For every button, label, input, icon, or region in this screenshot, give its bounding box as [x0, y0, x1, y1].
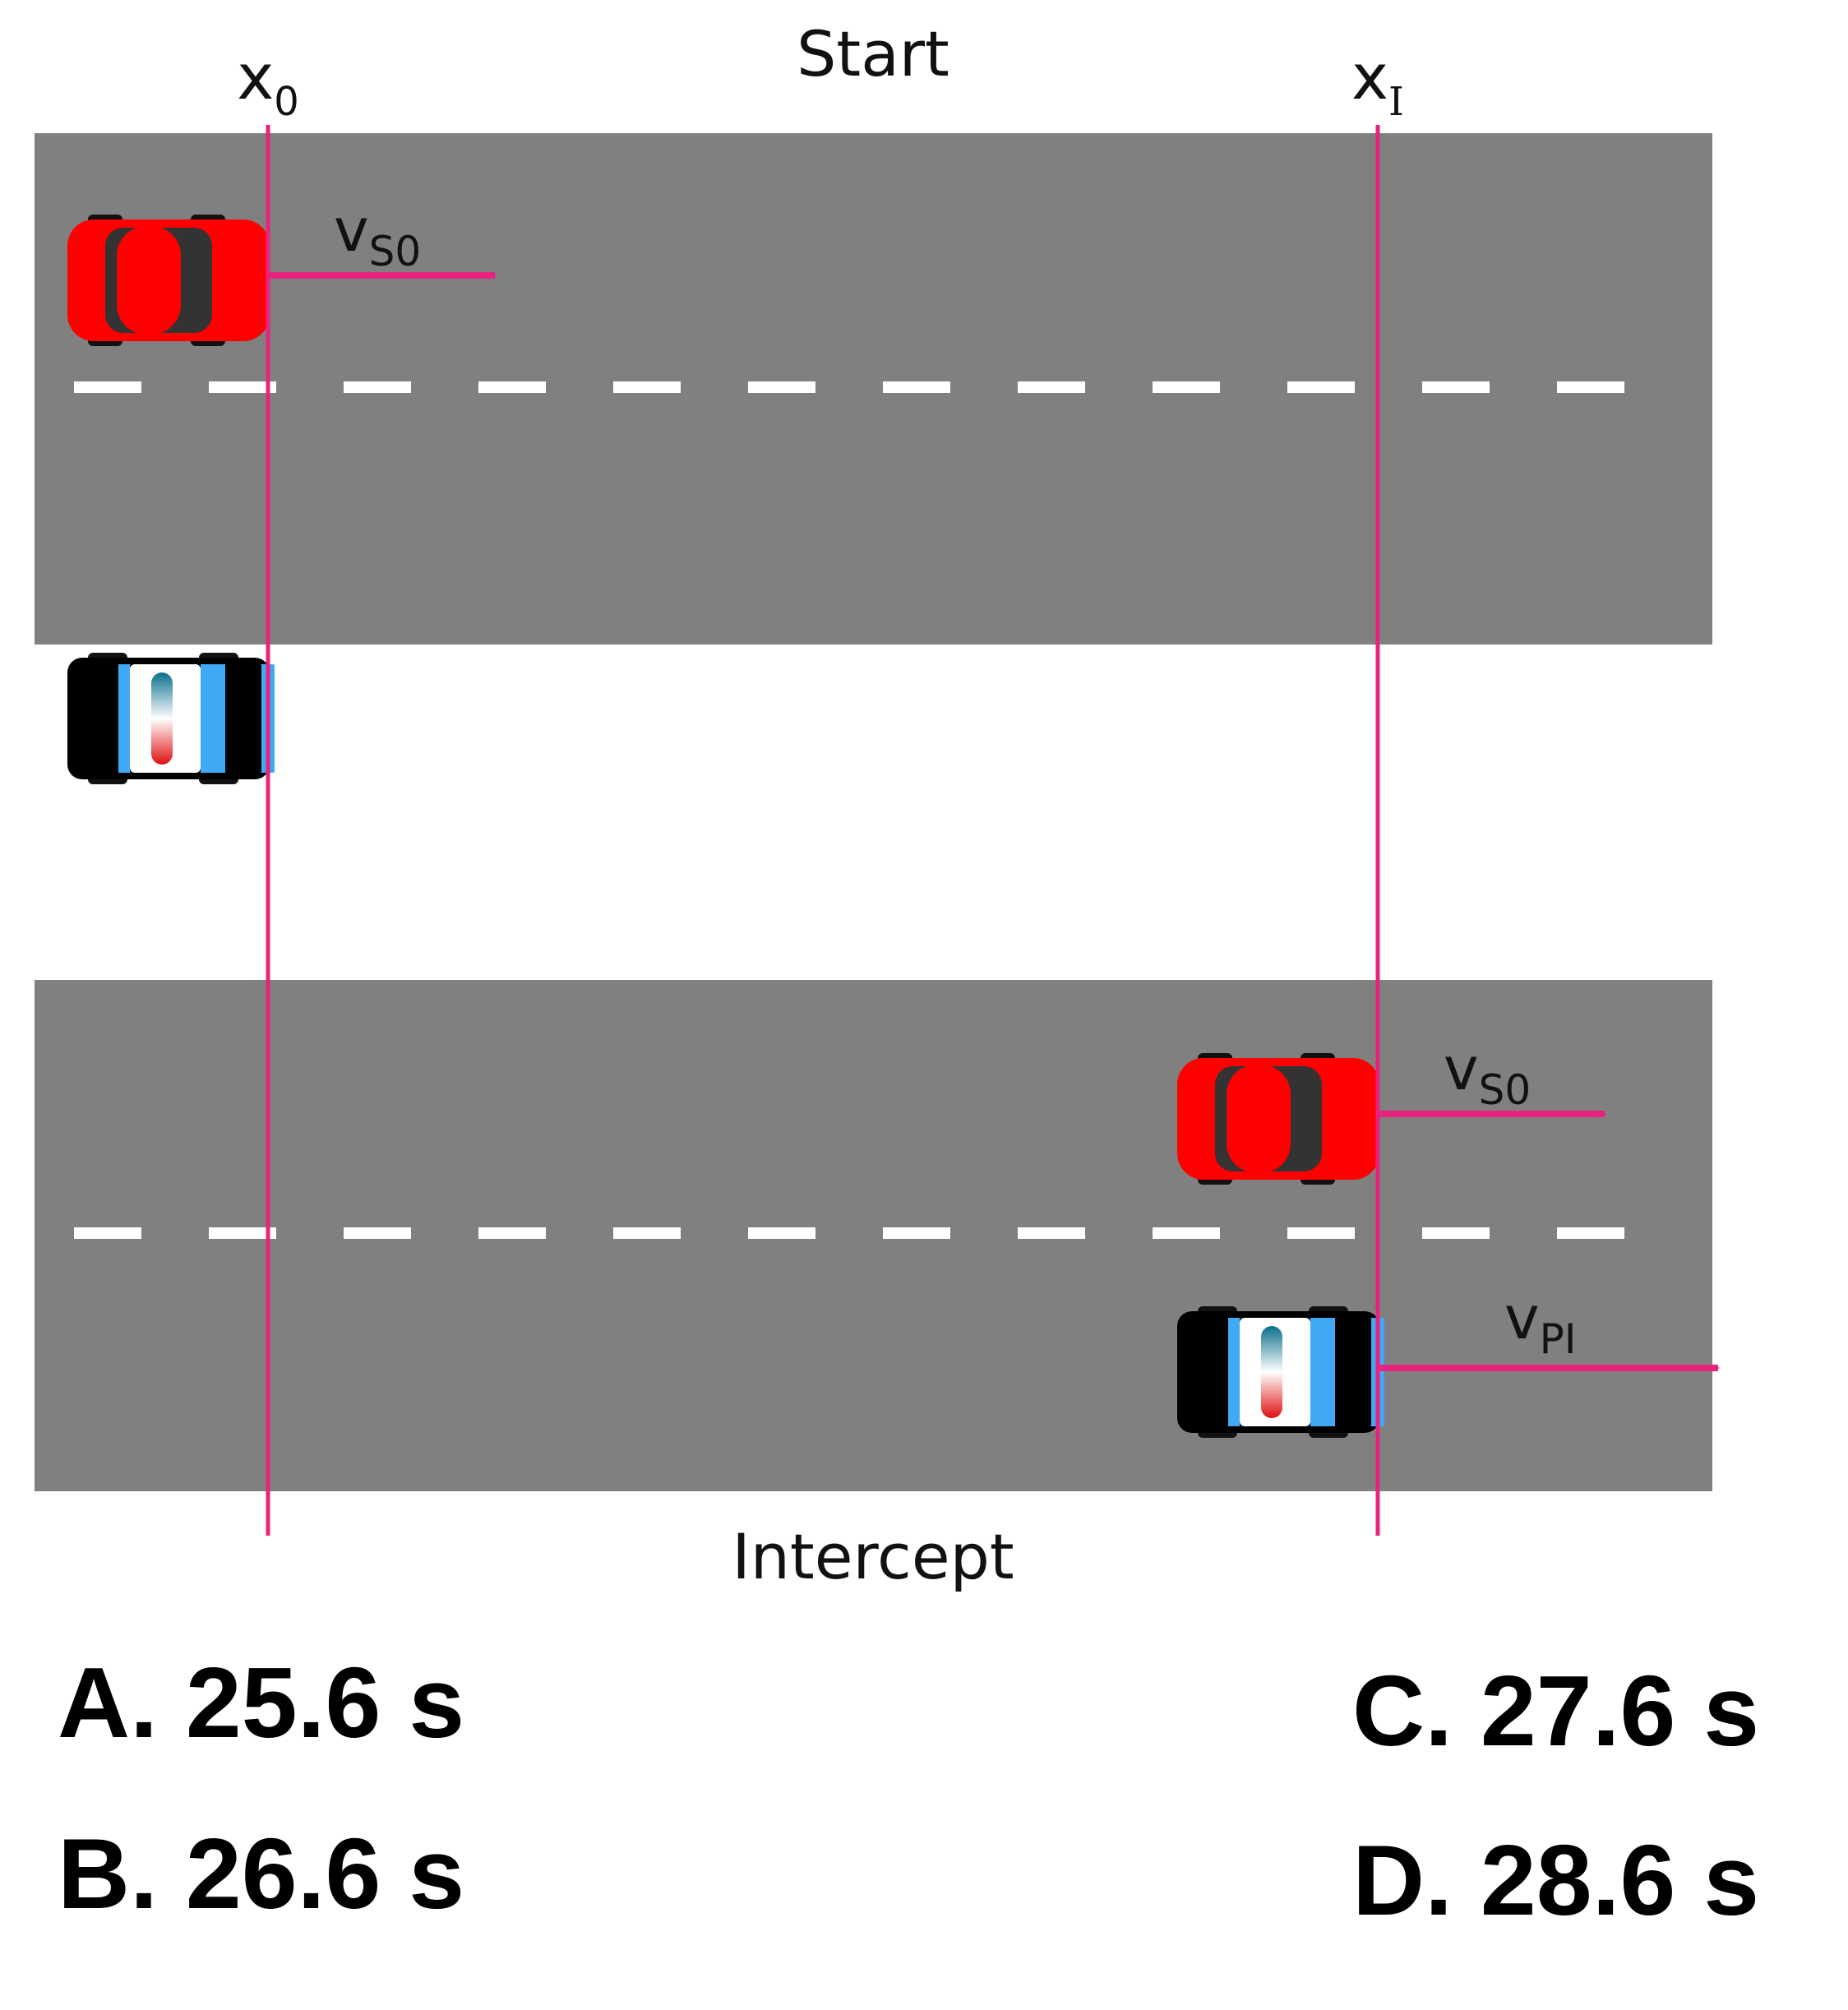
label-xI: xI [1351, 40, 1404, 125]
label-start: Start [797, 17, 949, 90]
label-vs0-start: vS0 [334, 196, 421, 275]
label-x0: x0 [237, 40, 299, 125]
option-a[interactable]: A. 25.6 s [58, 1647, 465, 1758]
label-intercept: Intercept [732, 1520, 1014, 1593]
red-car-icon [67, 215, 270, 346]
option-c[interactable]: C. 27.6 s [1352, 1655, 1760, 1767]
label-vpi-intercept: vPI [1504, 1283, 1577, 1363]
label-vs0-intercept: vS0 [1444, 1034, 1531, 1114]
option-d[interactable]: D. 28.6 s [1352, 1824, 1760, 1936]
red-car-icon [1177, 1053, 1379, 1185]
police-car-icon [1177, 1306, 1384, 1438]
police-car-icon [67, 653, 275, 784]
option-b[interactable]: B. 26.6 s [58, 1818, 465, 1929]
